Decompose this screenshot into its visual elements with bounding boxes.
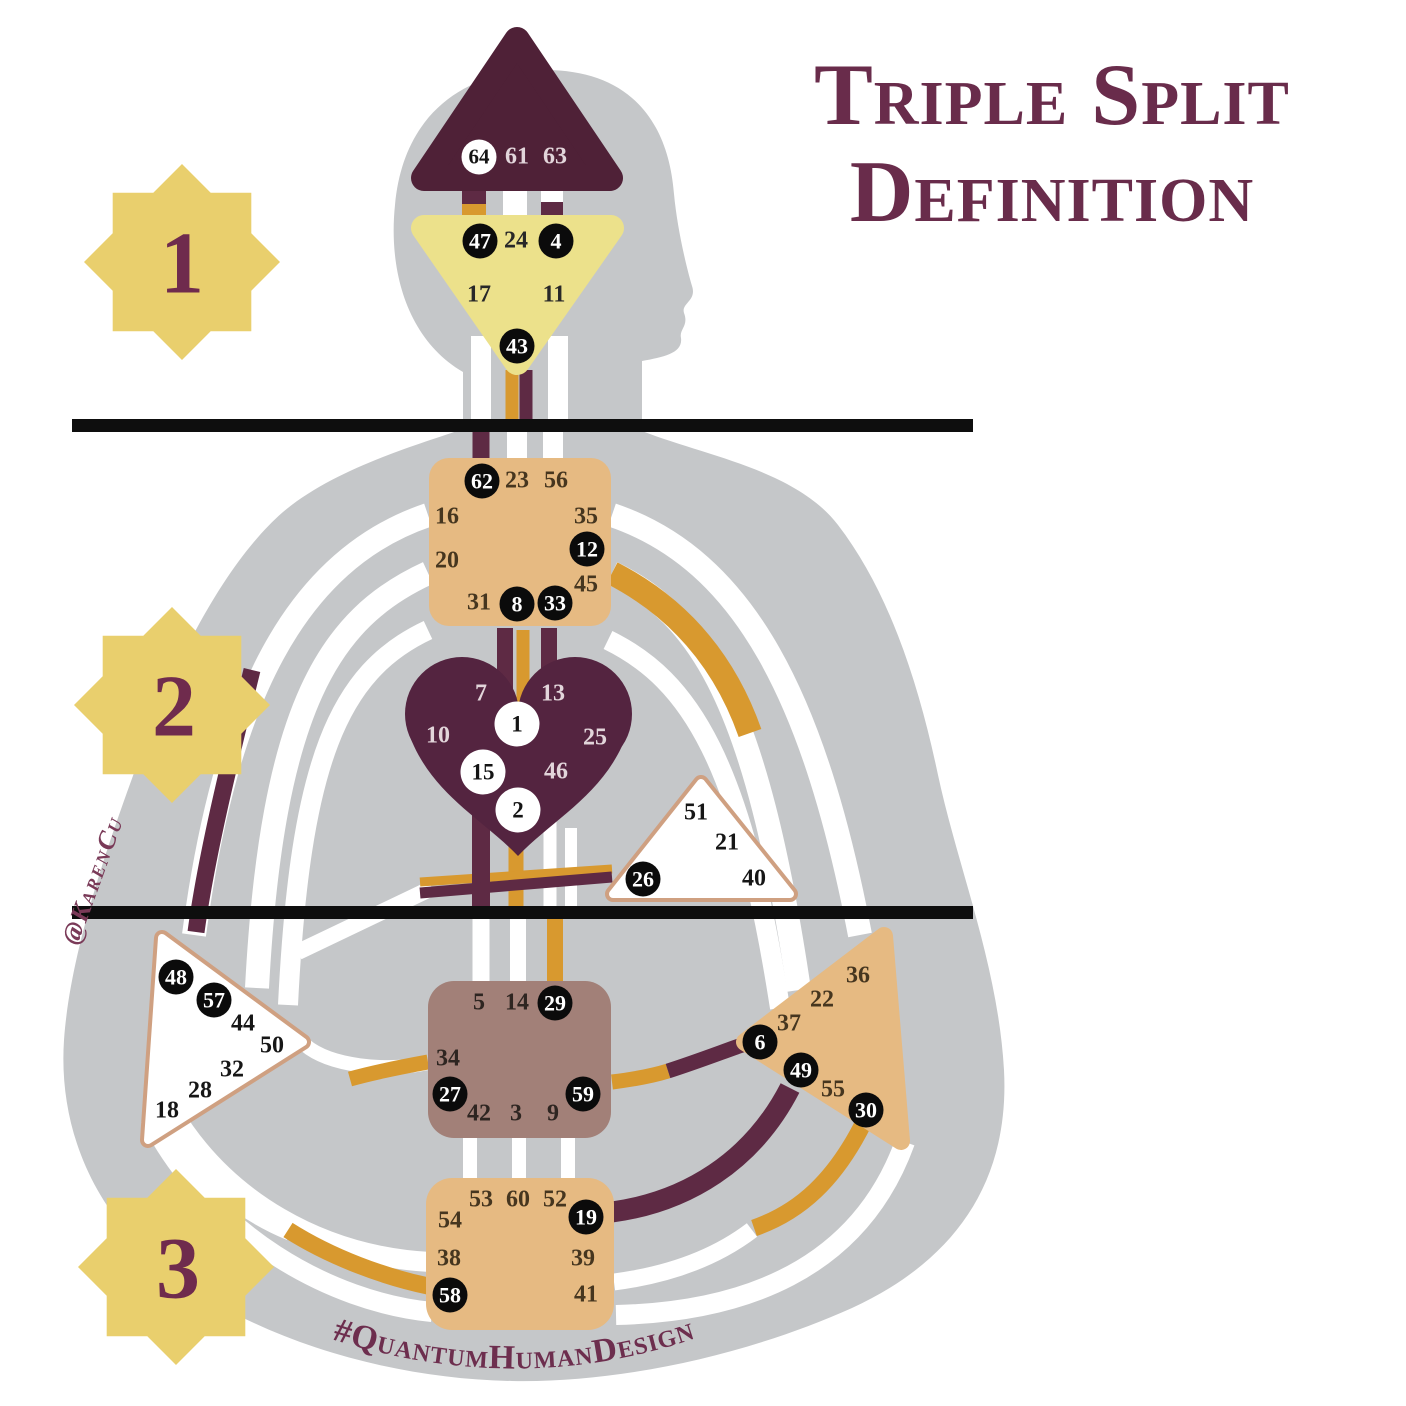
gate-7: 7 [475, 680, 487, 707]
gate-60: 60 [506, 1186, 530, 1213]
gate-14: 14 [505, 989, 529, 1016]
gate-15: 15 [460, 749, 506, 795]
gate-30: 30 [848, 1092, 884, 1128]
gate-38: 38 [437, 1245, 461, 1272]
gate-23: 23 [505, 467, 529, 494]
gate-44: 44 [231, 1010, 255, 1037]
gate-48: 48 [158, 959, 194, 995]
gate-34: 34 [436, 1045, 460, 1072]
gate-57: 57 [196, 982, 232, 1018]
gate-33: 33 [537, 585, 573, 621]
gate-18: 18 [155, 1097, 179, 1124]
gate-17: 17 [467, 281, 491, 308]
gate-29: 29 [537, 985, 573, 1021]
gate-9: 9 [547, 1100, 559, 1127]
gate-16: 16 [435, 503, 459, 530]
gate-2: 2 [495, 787, 541, 833]
page-title: Triple Split Definition [742, 47, 1362, 242]
gate-3: 3 [510, 1100, 522, 1127]
gate-8: 8 [499, 586, 535, 622]
gate-20: 20 [435, 547, 459, 574]
gate-53: 53 [469, 1186, 493, 1213]
gate-51: 51 [684, 799, 708, 826]
gate-61: 61 [505, 143, 529, 170]
gate-54: 54 [438, 1207, 462, 1234]
gate-4: 4 [538, 223, 574, 259]
will-center-shape [605, 775, 798, 902]
gate-31: 31 [467, 589, 491, 616]
gate-19: 19 [568, 1199, 604, 1235]
gate-36: 36 [846, 962, 870, 989]
gate-13: 13 [541, 680, 565, 707]
gate-5: 5 [473, 989, 485, 1016]
gate-1: 1 [494, 701, 540, 747]
channels [141, 184, 915, 1325]
gate-22: 22 [810, 986, 834, 1013]
split-lines [72, 419, 973, 919]
gate-58: 58 [432, 1277, 468, 1313]
gate-50: 50 [260, 1032, 284, 1059]
gate-49: 49 [783, 1052, 819, 1088]
gate-46: 46 [544, 758, 568, 785]
gate-37: 37 [777, 1010, 801, 1037]
gate-63: 63 [543, 143, 567, 170]
star-badge-2-label: 2 [152, 658, 196, 756]
solar-plexus-center-shape [736, 927, 910, 1150]
gate-24: 24 [504, 227, 528, 254]
gate-35: 35 [574, 503, 598, 530]
gate-28: 28 [188, 1077, 212, 1104]
gate-12: 12 [569, 531, 605, 567]
gate-59: 59 [565, 1076, 601, 1112]
gate-47: 47 [462, 223, 498, 259]
gate-55: 55 [821, 1076, 845, 1103]
title-line-2: Definition [849, 143, 1255, 241]
gate-62: 62 [464, 463, 500, 499]
split-line-2 [72, 906, 973, 919]
gate-43: 43 [499, 328, 535, 364]
root-center-shape [426, 1178, 614, 1330]
gate-25: 25 [583, 724, 607, 751]
ajna-center-shape [411, 215, 624, 375]
gate-64: 64 [461, 139, 497, 175]
gate-10: 10 [426, 722, 450, 749]
gate-56: 56 [544, 467, 568, 494]
white-channels [141, 184, 915, 1325]
title-line-1: Triple Split [814, 47, 1290, 144]
gate-11: 11 [542, 281, 566, 308]
gate-21: 21 [715, 829, 739, 856]
maroon-channels [187, 184, 800, 1223]
g-center-shape [405, 657, 632, 856]
gate-32: 32 [220, 1056, 244, 1083]
sacral-center-shape [428, 981, 611, 1138]
gate-6: 6 [742, 1024, 778, 1060]
gate-52: 52 [543, 1186, 567, 1213]
throat-center-shape [429, 458, 611, 626]
gate-42: 42 [467, 1100, 491, 1127]
split-line-1 [72, 419, 973, 432]
gate-39: 39 [571, 1245, 595, 1272]
gate-41: 41 [574, 1281, 598, 1308]
gate-45: 45 [574, 571, 598, 598]
gate-26: 26 [625, 861, 661, 897]
gate-27: 27 [432, 1076, 468, 1112]
gate-40: 40 [742, 865, 766, 892]
star-badge-1-label: 1 [160, 215, 204, 313]
star-badge-3-label: 3 [156, 1220, 200, 1318]
